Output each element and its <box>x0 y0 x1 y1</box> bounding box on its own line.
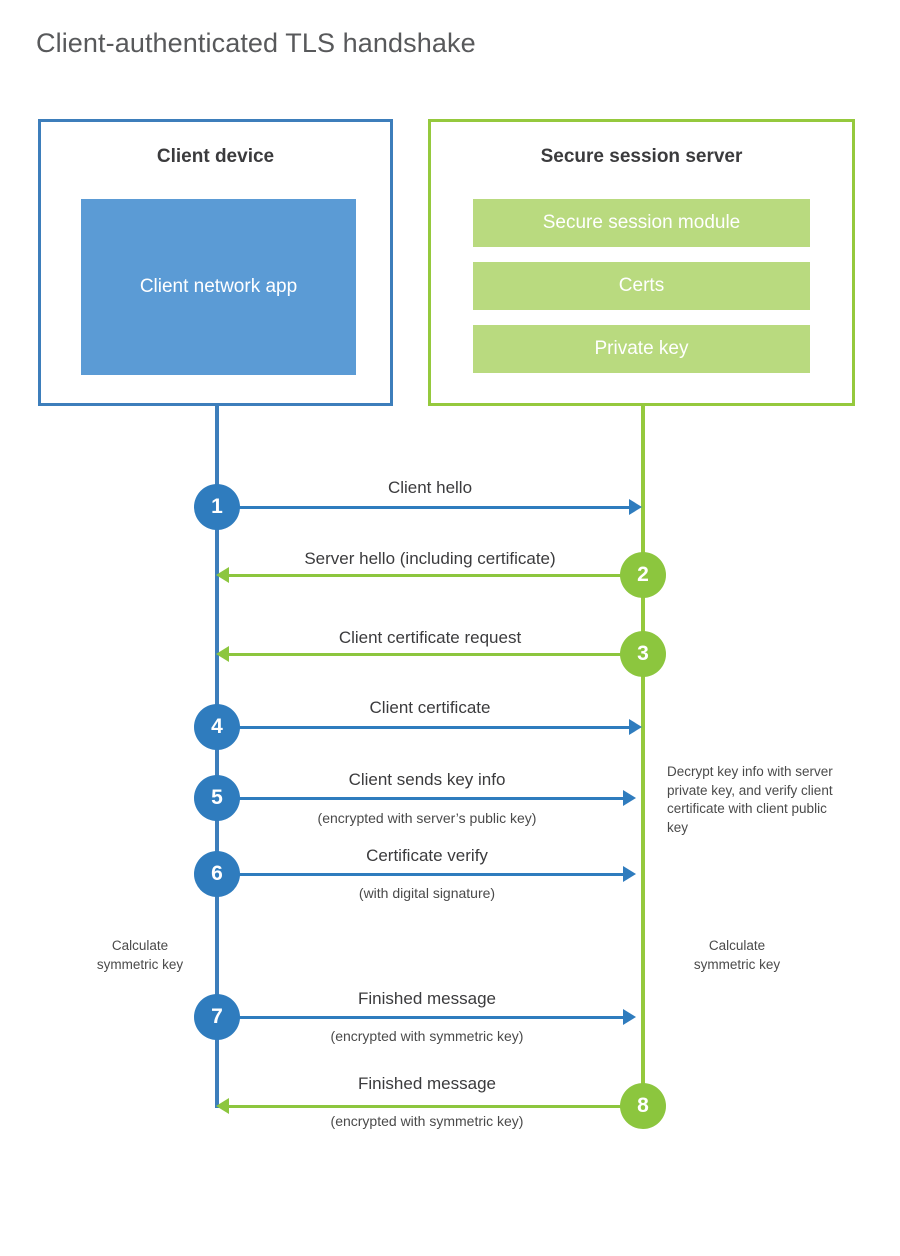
secure-session-server-title: Secure session server <box>540 146 743 167</box>
message-8-arrowhead-icon <box>216 1098 229 1114</box>
client-lifeline <box>215 406 219 1108</box>
message-6-badge: 6 <box>194 851 240 897</box>
message-7-arrowhead-icon <box>623 1009 636 1025</box>
message-2-badge: 2 <box>620 552 666 598</box>
message-7-sublabel: (encrypted with symmetric key) <box>330 1028 524 1044</box>
message-2-line <box>228 574 643 577</box>
message-7-line <box>217 1016 625 1019</box>
server-calculate-symmetric-key-note: Calculate symmetric key <box>667 937 807 974</box>
server-calculate-line-1: Calculate <box>708 938 766 953</box>
message-4-arrowhead-icon <box>629 719 642 735</box>
message-3-arrowhead-icon <box>216 646 229 662</box>
message-5-label: Client sends key info <box>348 770 506 789</box>
server-lifeline <box>641 406 645 1108</box>
client-calculate-line-2: symmetric key <box>96 956 184 972</box>
message-7-badge: 7 <box>194 994 240 1040</box>
message-3-badge: 3 <box>620 631 666 677</box>
message-8-label: Finished message <box>358 1074 496 1093</box>
message-5-line <box>217 797 625 800</box>
message-6-arrowhead-icon <box>623 866 636 882</box>
message-4-label: Client certificate <box>369 698 491 717</box>
message-1-label: Client hello <box>387 478 473 497</box>
message-6-line <box>217 873 625 876</box>
message-6-label: Certificate verify <box>366 846 488 865</box>
message-6-sublabel: (with digital signature) <box>358 885 496 901</box>
client-calculate-line-1: Calculate <box>111 938 169 953</box>
message-5-arrowhead-icon <box>623 790 636 806</box>
client-device-box: Client device Client network app <box>38 119 393 406</box>
server-bar-certs: Certs <box>473 262 810 310</box>
server-decrypt-note: Decrypt key info with server private key… <box>667 764 833 835</box>
message-8-line <box>228 1105 643 1108</box>
client-calculate-symmetric-key-note: Calculate symmetric key <box>70 937 210 974</box>
message-3-label: Client certificate request <box>338 628 522 647</box>
server-bar-secure-session-module: Secure session module <box>473 199 810 247</box>
message-2-label: Server hello (including certificate) <box>304 549 556 568</box>
message-3-line <box>228 653 643 656</box>
client-network-app-block: Client network app <box>81 199 356 375</box>
message-4-line <box>217 726 631 729</box>
message-7-label: Finished message <box>358 989 496 1008</box>
message-5-badge: 5 <box>194 775 240 821</box>
message-8-sublabel: (encrypted with symmetric key) <box>330 1113 524 1129</box>
server-bar-private-key: Private key <box>473 325 810 373</box>
server-calculate-line-2: symmetric key <box>693 956 781 972</box>
client-device-title: Client device <box>156 146 275 167</box>
message-1-arrowhead-icon <box>629 499 642 515</box>
message-8-badge: 8 <box>620 1083 666 1129</box>
secure-session-server-box: Secure session server Secure session mod… <box>428 119 855 406</box>
message-2-arrowhead-icon <box>216 567 229 583</box>
message-1-line <box>217 506 631 509</box>
message-5-sublabel: (encrypted with server’s public key) <box>317 810 537 826</box>
page-title: Client-authenticated TLS handshake <box>36 28 476 58</box>
message-1-badge: 1 <box>194 484 240 530</box>
message-4-badge: 4 <box>194 704 240 750</box>
